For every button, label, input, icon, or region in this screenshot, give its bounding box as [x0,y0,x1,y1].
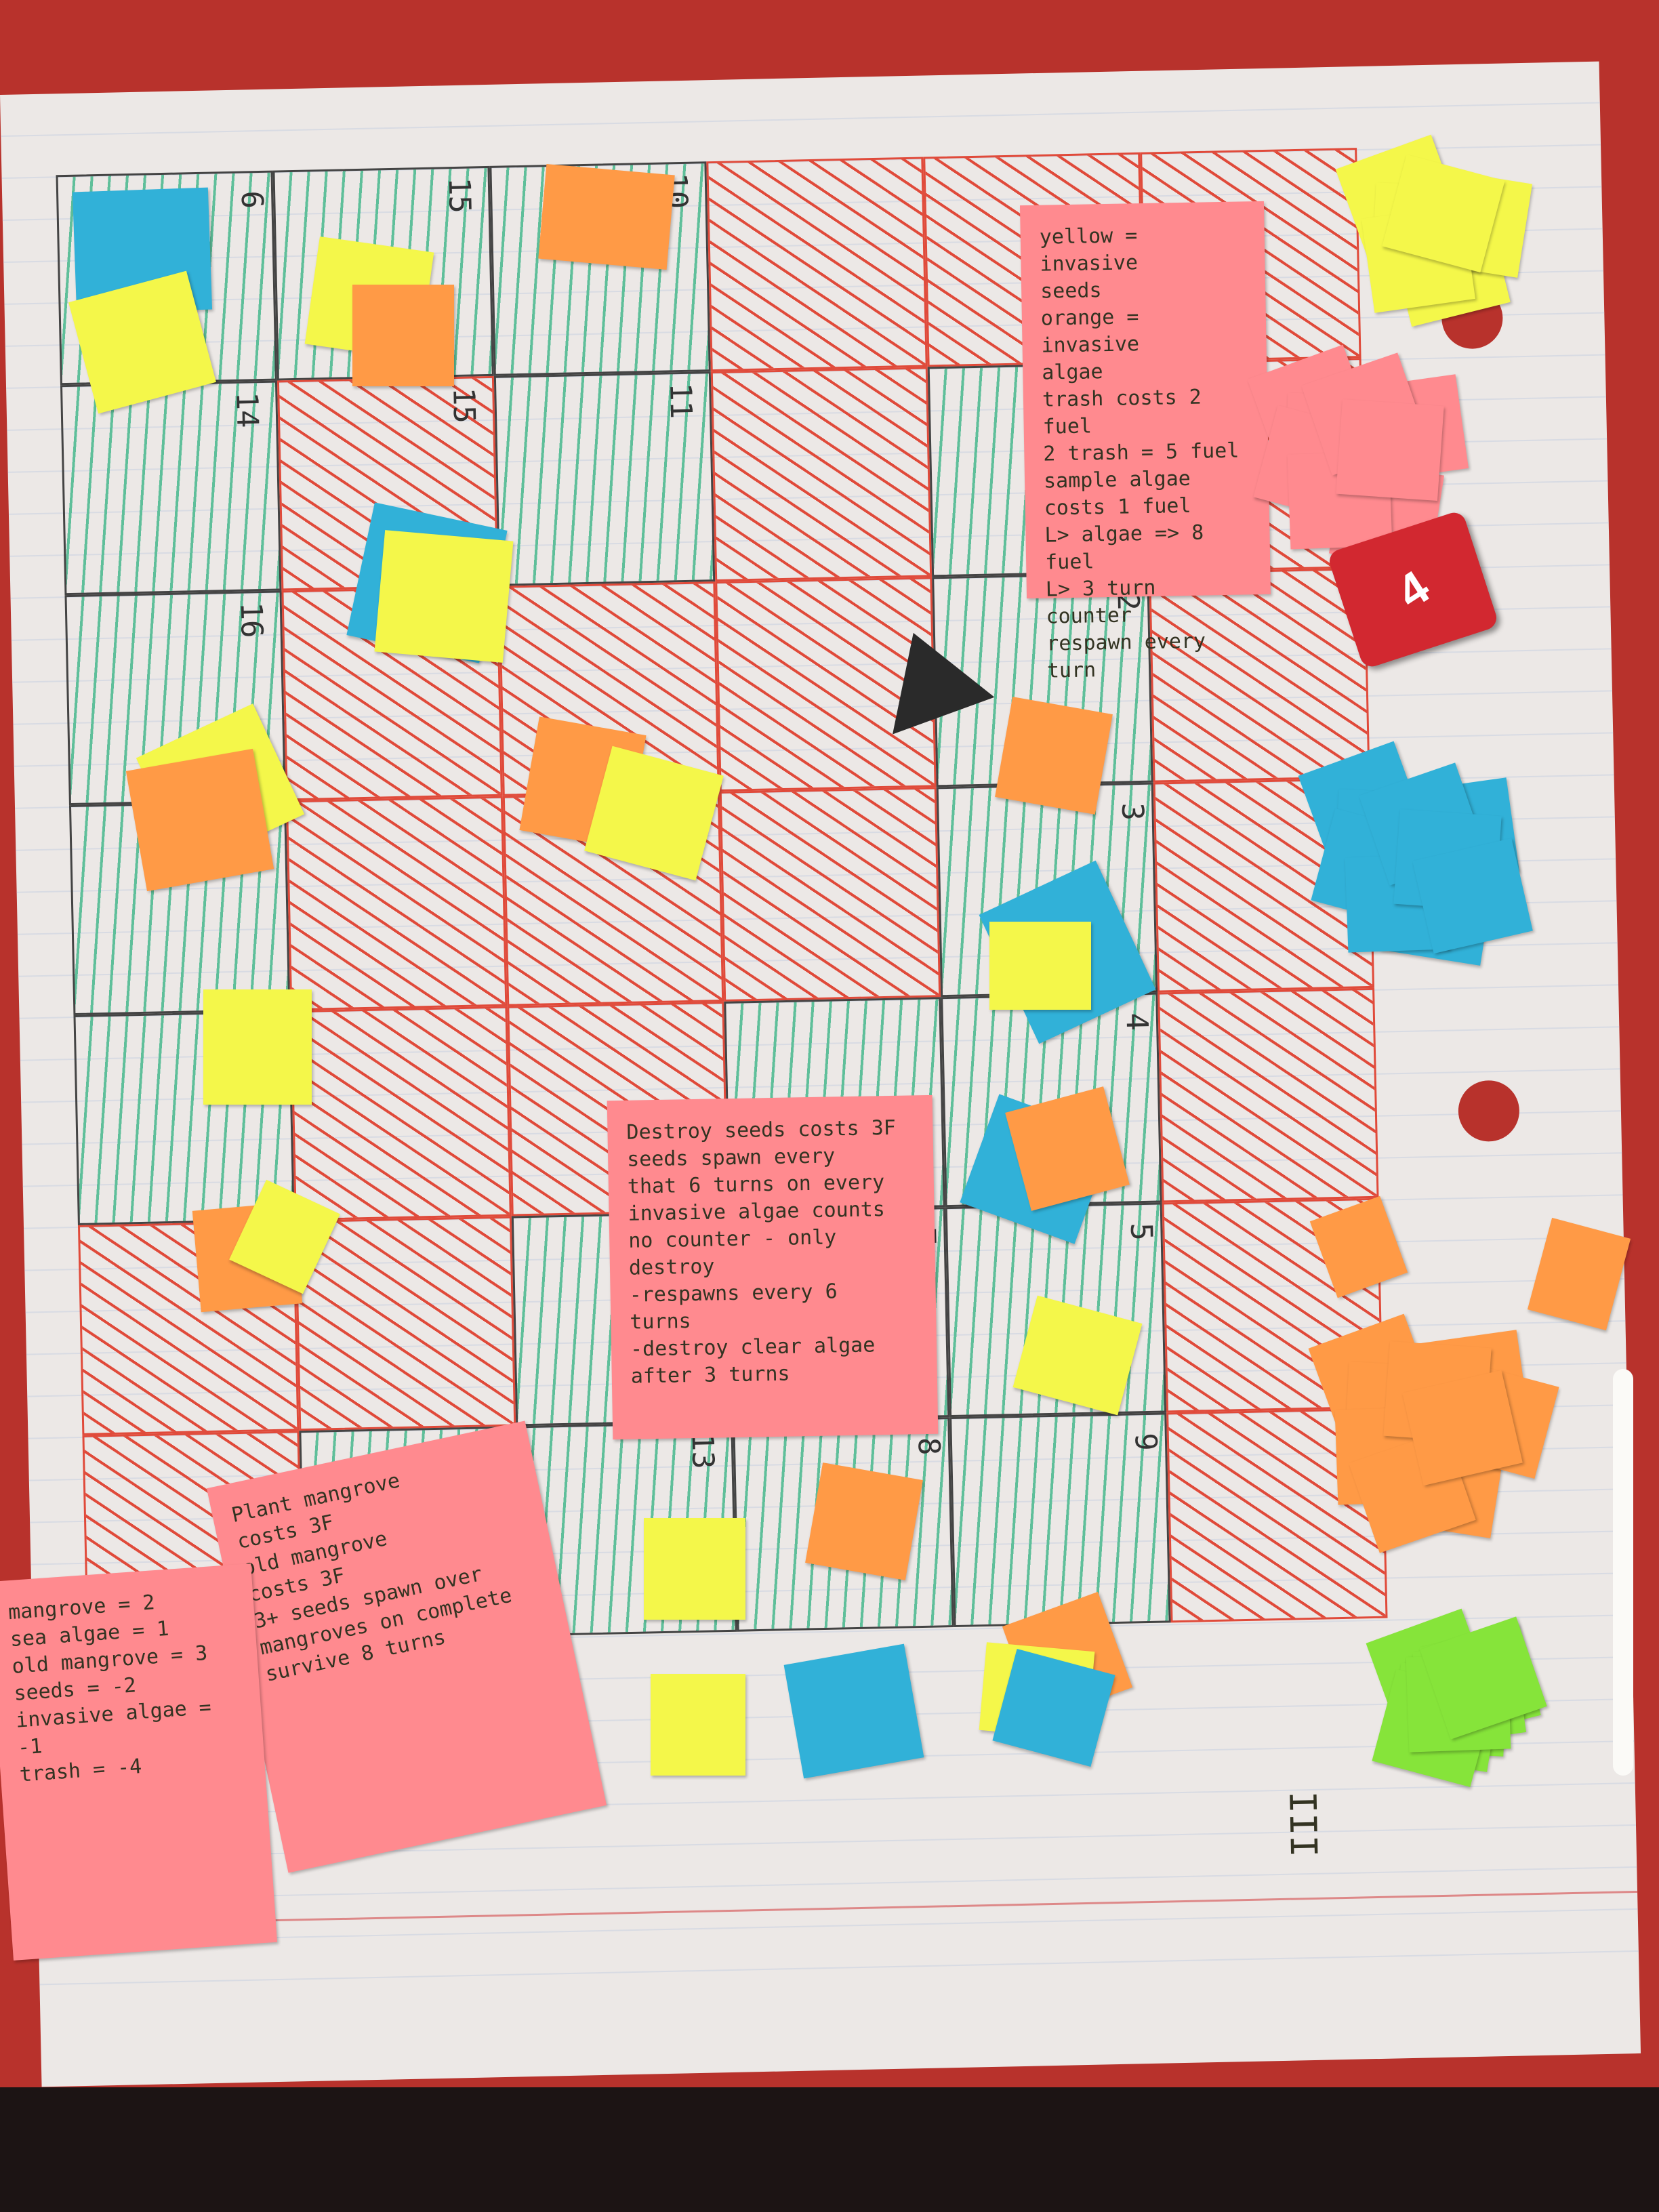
board-cell [294,1216,516,1431]
cell-number: 3 [1114,802,1150,821]
cell-number: 9 [1127,1432,1163,1452]
rule-note-yellow-orange: yellow = invasive seeds orange = invasiv… [1019,201,1271,683]
paper-rule-line [37,1824,1637,1860]
board-cell [710,367,933,582]
orange-token[interactable] [538,163,675,270]
cell-number: 6 [234,190,269,209]
pink-token-pile[interactable] [1336,398,1444,501]
board-cell [290,1006,512,1221]
cell-number: 5 [1123,1222,1159,1242]
board-cell: 11 [493,371,716,586]
yellow-token[interactable] [651,1674,745,1776]
rule-note-scoring: mangrove = 2 sea algae = 1 old mangrove … [0,1563,278,1961]
cell-number: 11 [663,382,699,419]
corner-mark: III [1281,1790,1326,1858]
orange-token[interactable] [995,697,1113,815]
board-cell [719,787,941,1002]
cell-number: 4 [1118,1012,1154,1031]
rule-note-plant-mangrove-text: Plant mangrove costs 3F old mangrove cos… [229,1469,514,1687]
cotton-swab [1613,1369,1633,1776]
board-cell [1158,987,1379,1203]
paper-hole-bottom [1457,1080,1520,1143]
orange-token[interactable] [805,1462,923,1580]
yellow-token[interactable] [644,1518,745,1620]
paper-rule-line [39,1950,1639,1986]
die-face-value: 4 [1387,560,1439,619]
board-cell: 14 [60,380,282,596]
cell-number: 15 [441,177,477,214]
cell-number: 14 [229,391,265,428]
cell-number: 8 [911,1437,946,1456]
paper-rule-line [39,1908,1638,1944]
paper-rule-line [1,102,1600,137]
orange-token[interactable] [352,285,454,386]
rule-note-destroy-seeds: Destroy seeds costs 3F seeds spawn every… [607,1094,939,1440]
rule-note-destroy-seeds-text: Destroy seeds costs 3F seeds spawn every… [626,1115,897,1389]
blue-token[interactable] [783,1643,924,1779]
board-cell [285,796,508,1011]
cell-number: 15 [446,387,482,424]
yellow-token[interactable] [203,989,312,1105]
board-cell: 9 [949,1412,1171,1628]
rule-note-scoring-text: mangrove = 2 sea algae = 1 old mangrove … [7,1591,224,1787]
cell-number: 13 [684,1433,720,1470]
rule-note-yellow-orange-text: yellow = invasive seeds orange = invasiv… [1039,223,1240,683]
orange-token[interactable] [125,748,274,892]
yellow-token[interactable] [989,922,1091,1010]
yellow-token[interactable] [374,530,514,663]
board-cell [706,157,928,372]
cell-number: 16 [233,601,269,638]
